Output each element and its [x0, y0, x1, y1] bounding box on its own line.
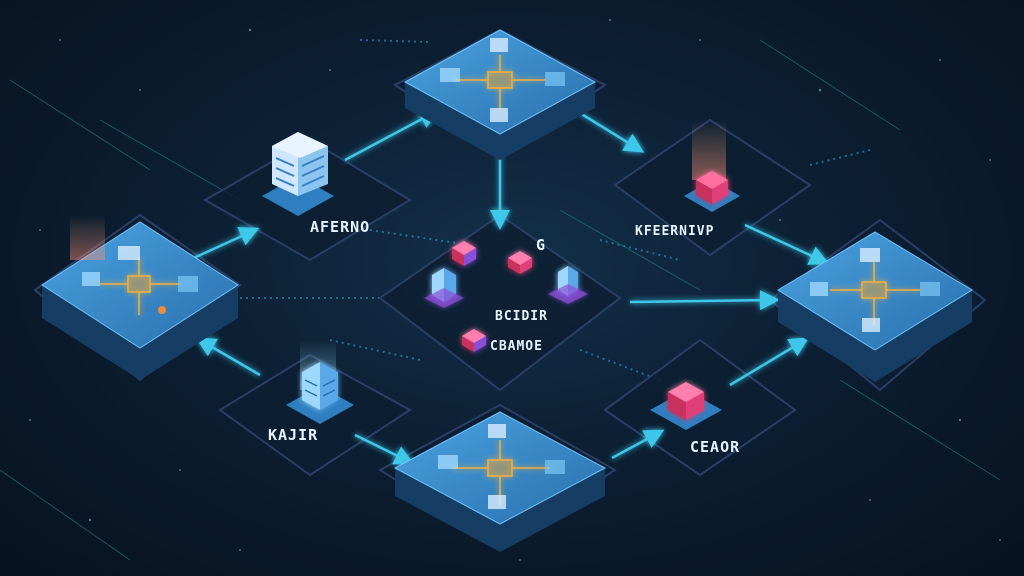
module-icon: [862, 318, 880, 332]
center-glyph: G: [536, 236, 546, 254]
circuit-chip-icon: [830, 262, 920, 325]
module-icon: [490, 108, 508, 122]
arrow-topright-to-right: [744, 223, 830, 265]
module-icon: [82, 272, 100, 286]
center-hub[interactable]: G BCIDIR CBAMOE: [424, 236, 588, 354]
module-icon: [860, 248, 880, 262]
circuit-chip-icon: [455, 55, 545, 110]
data-cube-icon: [668, 382, 704, 420]
arrow-topleft-to-top: [344, 109, 440, 162]
module-icon: [488, 424, 506, 438]
diamond-center: [378, 213, 622, 392]
node-top-left[interactable]: AFERNO: [262, 132, 370, 236]
arrow-bottomleft-to-bottom: [354, 433, 415, 465]
node-bottom-left[interactable]: KAJIR: [268, 340, 354, 444]
platform-right[interactable]: [777, 231, 973, 382]
module-icon: [438, 455, 458, 469]
connector-arrows: [184, 108, 830, 465]
circuit-chip-icon: [452, 440, 550, 505]
module-icon: [490, 38, 508, 52]
data-cube-icon: [462, 329, 486, 352]
server-rack-icon: [302, 362, 338, 410]
center-label-line2: CBAMOE: [490, 339, 543, 354]
data-cube-icon: [452, 241, 476, 266]
server-building-icon: [272, 132, 328, 196]
arrow-bottomright-to-right: [729, 337, 810, 387]
arrow-bottomleft-to-left: [195, 337, 261, 377]
module-icon: [545, 460, 565, 474]
arrow-center-to-right: [629, 290, 780, 311]
module-icon: [545, 72, 565, 86]
node-label: KFEERNIVP: [635, 224, 714, 239]
platform-bottom[interactable]: [393, 411, 607, 552]
data-streams: [240, 39, 871, 381]
center-label-line1: BCIDIR: [495, 309, 548, 324]
module-icon: [118, 246, 140, 260]
platform-top[interactable]: [403, 29, 597, 160]
module-icon: [810, 282, 828, 296]
light-beam: [692, 120, 726, 180]
streak-lines: [0, 39, 1001, 561]
node-bottom-right[interactable]: CEAOR: [650, 382, 740, 456]
node-top-right[interactable]: KFEERNIVP: [635, 120, 740, 239]
data-cube-icon: [696, 171, 728, 204]
module-icon: [920, 282, 940, 296]
starfield: [29, 19, 1001, 561]
module-icon: [178, 276, 198, 292]
module-icon: [440, 68, 460, 82]
node-label: CEAOR: [690, 438, 740, 456]
module-icon: [488, 495, 506, 509]
server-rack-icon: [548, 266, 588, 304]
arrow-top-to-topright: [574, 108, 645, 153]
node-dot-icon: [158, 306, 166, 314]
circuit-chip-icon: [100, 258, 180, 315]
arrow-bottom-to-bottomright: [611, 429, 665, 460]
arrow-left-to-topleft: [184, 227, 260, 264]
light-beam: [70, 215, 105, 260]
data-cube-icon: [508, 251, 532, 274]
node-label: KAJIR: [268, 426, 318, 444]
node-label: AFERNO: [310, 218, 370, 236]
platform-left[interactable]: [41, 215, 239, 380]
server-rack-icon: [424, 268, 464, 308]
